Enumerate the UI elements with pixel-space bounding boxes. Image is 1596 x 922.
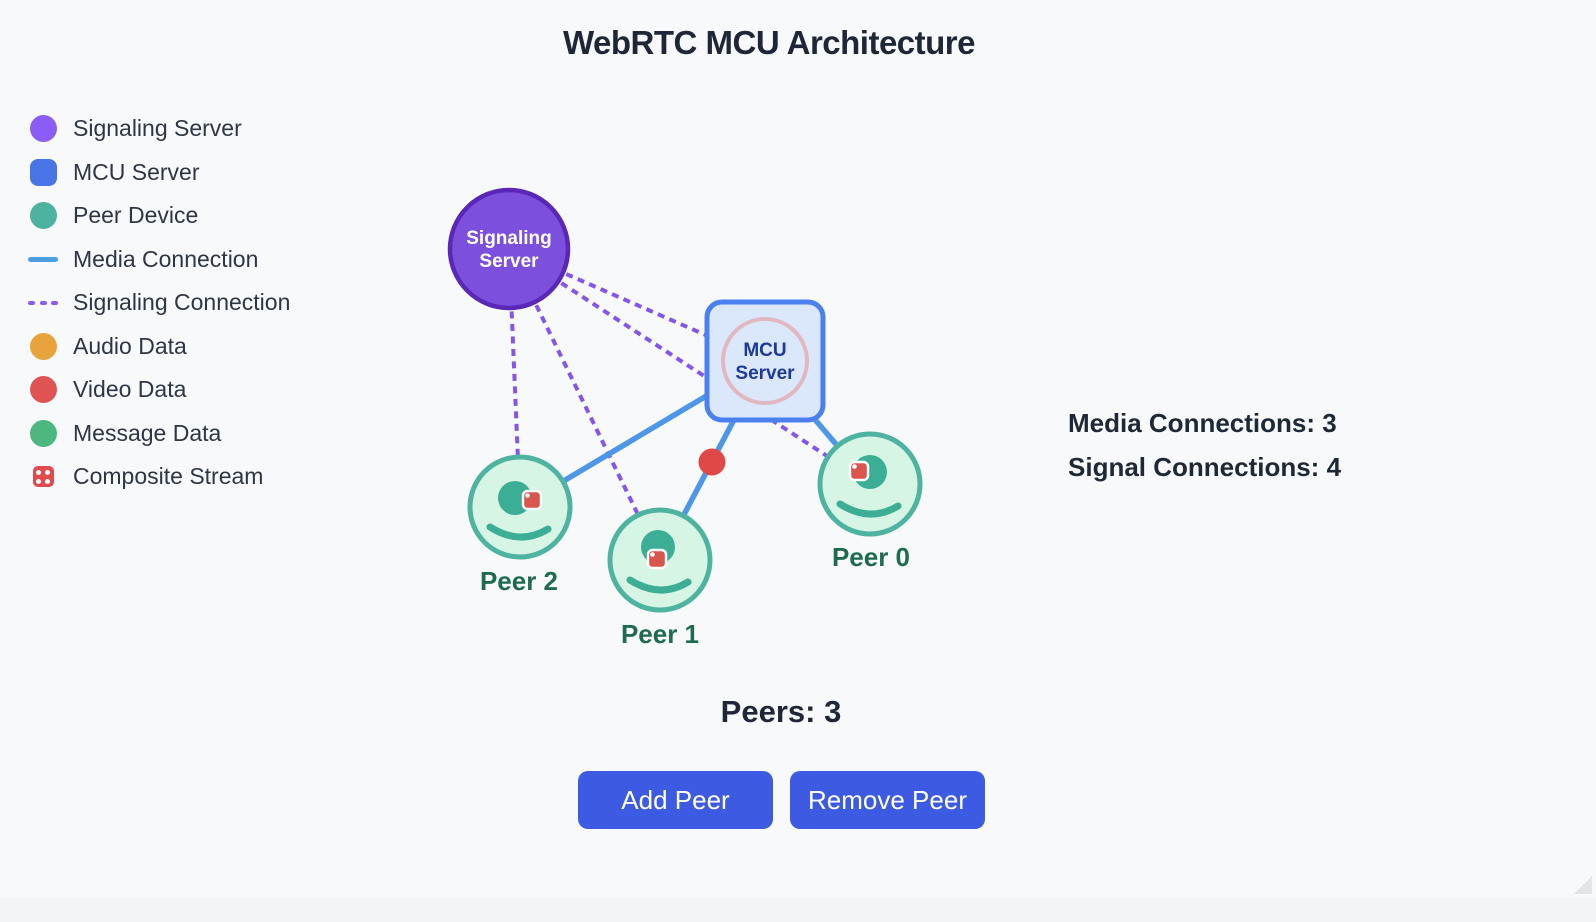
legend-item-audio-data: Audio Data [28,325,290,369]
legend-label: Message Data [73,419,222,446]
node-peer-0 [817,431,923,537]
peer-smile-icon [486,523,552,541]
node-signaling-server: Signaling Server [447,187,571,311]
add-peer-button[interactable]: Add Peer [578,771,773,829]
legend-label: Peer Device [73,202,199,229]
legend-label: Signaling Server [73,115,242,142]
legend-label: Media Connection [73,245,259,272]
signaling-server-icon [29,115,57,143]
peer-2-label: Peer 2 [480,566,558,596]
legend-item-signaling-server: Signaling Server [28,107,290,151]
legend-item-composite-stream: Composite Stream [28,455,290,499]
legend: Signaling Server MCU Server Peer Device … [28,107,290,499]
message-data-icon [29,419,57,447]
signaling-server-label-line2: Server [479,251,539,272]
webrtc-mcu-demo-app: WebRTC MCU Architecture Signaling Server… [28,24,1592,894]
legend-item-video-data: Video Data [28,368,290,412]
peer-device-icon [29,202,57,230]
media-connection-icon [28,256,58,262]
node-mcu-server: MCU Server [704,299,826,423]
legend-item-message-data: Message Data [28,412,290,456]
peer-smile-icon [626,576,692,594]
video-data-dot [698,448,726,476]
legend-label: Audio Data [73,332,187,359]
signaling-server-label-line1: Signaling [466,228,552,249]
composite-stream-icon [32,466,54,488]
peers-count: Peers: 3 [720,694,842,729]
page-title: WebRTC MCU Architecture [562,24,976,61]
peer-0-label: Peer 0 [832,542,910,572]
peer-smile-icon [836,500,902,518]
legend-label: Composite Stream [73,463,264,490]
node-peer-2 [467,454,573,560]
mcu-server-label-line1: MCU [743,340,786,361]
audio-data-icon [29,332,57,360]
connection-stats: Media Connections: 3 Signal Connections:… [1068,401,1341,489]
legend-item-media-connection: Media Connection [28,238,290,282]
legend-label: Signaling Connection [73,289,291,316]
legend-item-mcu-server: MCU Server [28,151,290,195]
legend-label: Video Data [73,376,187,403]
legend-item-signaling-connection: Signaling Connection [28,281,290,325]
resize-handle[interactable] [1574,876,1592,894]
remove-peer-button[interactable]: Remove Peer [790,771,985,829]
signal-connections-stat: Signal Connections: 4 [1068,452,1342,482]
mcu-server-label-line2: Server [735,363,795,384]
peer-camera-icon [646,548,668,570]
legend-item-peer-device: Peer Device [28,194,290,238]
legend-label: MCU Server [73,158,200,185]
node-peer-1 [607,507,713,613]
peer-camera-icon [521,489,543,511]
peer-1-label: Peer 1 [621,619,699,649]
signaling-connection-icon [28,300,58,305]
peer-camera-icon [848,460,870,482]
video-data-icon [29,376,57,404]
mcu-server-icon [29,158,57,186]
media-connections-stat: Media Connections: 3 [1068,408,1337,438]
